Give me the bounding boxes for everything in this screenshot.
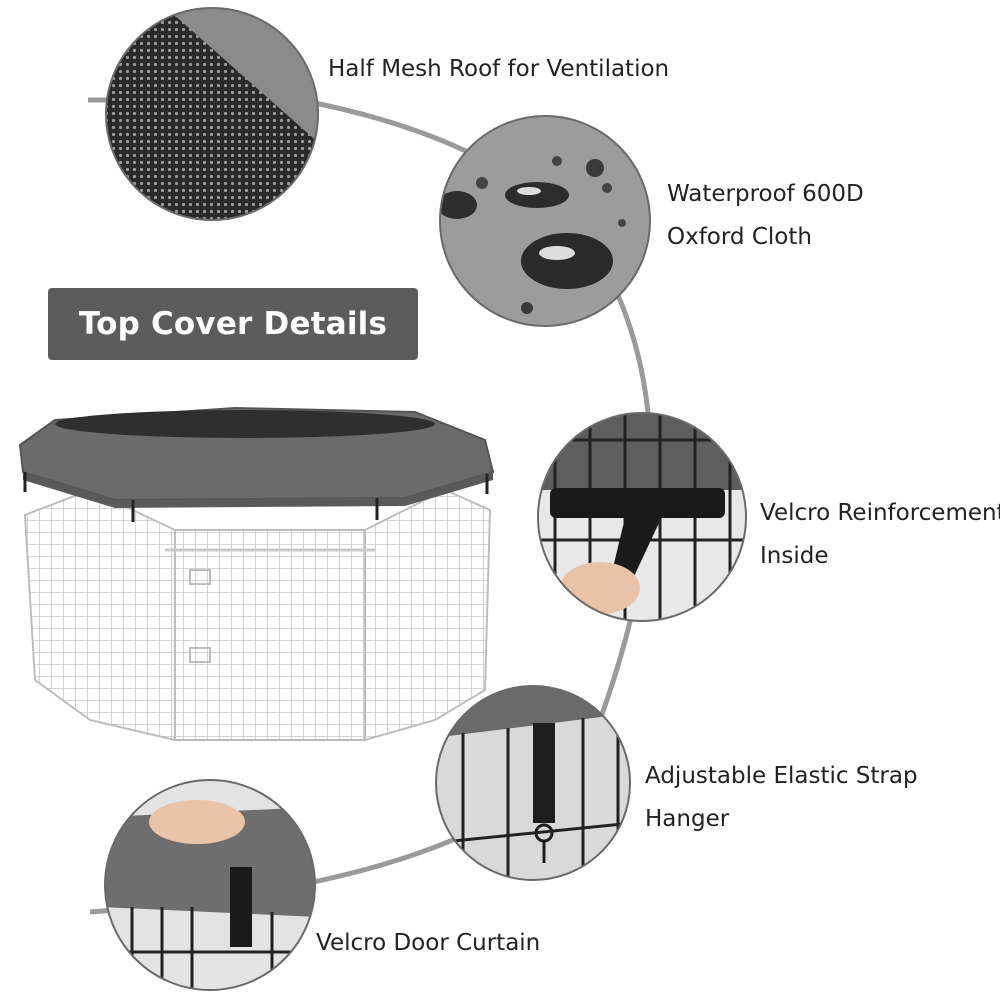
feature-line: Half Mesh Roof for Ventilation bbox=[328, 56, 670, 82]
elastic-strap-detail bbox=[435, 685, 631, 881]
section-title: Top Cover Details bbox=[78, 306, 388, 342]
feature-line: Velcro Reinforcement bbox=[760, 500, 1000, 526]
feature-label-velcro-reinforcement: Velcro Reinforcement Inside bbox=[760, 492, 1000, 577]
section-title-badge: Top Cover Details bbox=[48, 288, 418, 360]
feature-label-elastic-strap: Adjustable Elastic Strap Hanger bbox=[645, 755, 918, 840]
feature-line: Adjustable Elastic Strap bbox=[645, 763, 918, 789]
feature-line: Oxford Cloth bbox=[667, 223, 812, 250]
feature-line: Inside bbox=[760, 542, 829, 569]
feature-label-waterproof: Waterproof 600D Oxford Cloth bbox=[667, 173, 864, 258]
waterproof-fabric-detail bbox=[439, 115, 651, 327]
feature-label-velcro-door: Velcro Door Curtain bbox=[316, 922, 540, 965]
feature-line: Velcro Door Curtain bbox=[316, 930, 541, 956]
playpen-with-cover-image bbox=[18, 406, 495, 742]
velcro-door-detail bbox=[104, 779, 316, 991]
mesh-roof-detail bbox=[105, 7, 319, 221]
feature-label-mesh-roof: Half Mesh Roof for Ventilation bbox=[328, 48, 669, 91]
feature-line: Hanger bbox=[645, 805, 730, 832]
feature-line: Waterproof 600D bbox=[667, 181, 864, 207]
velcro-reinforcement-detail bbox=[537, 412, 747, 622]
